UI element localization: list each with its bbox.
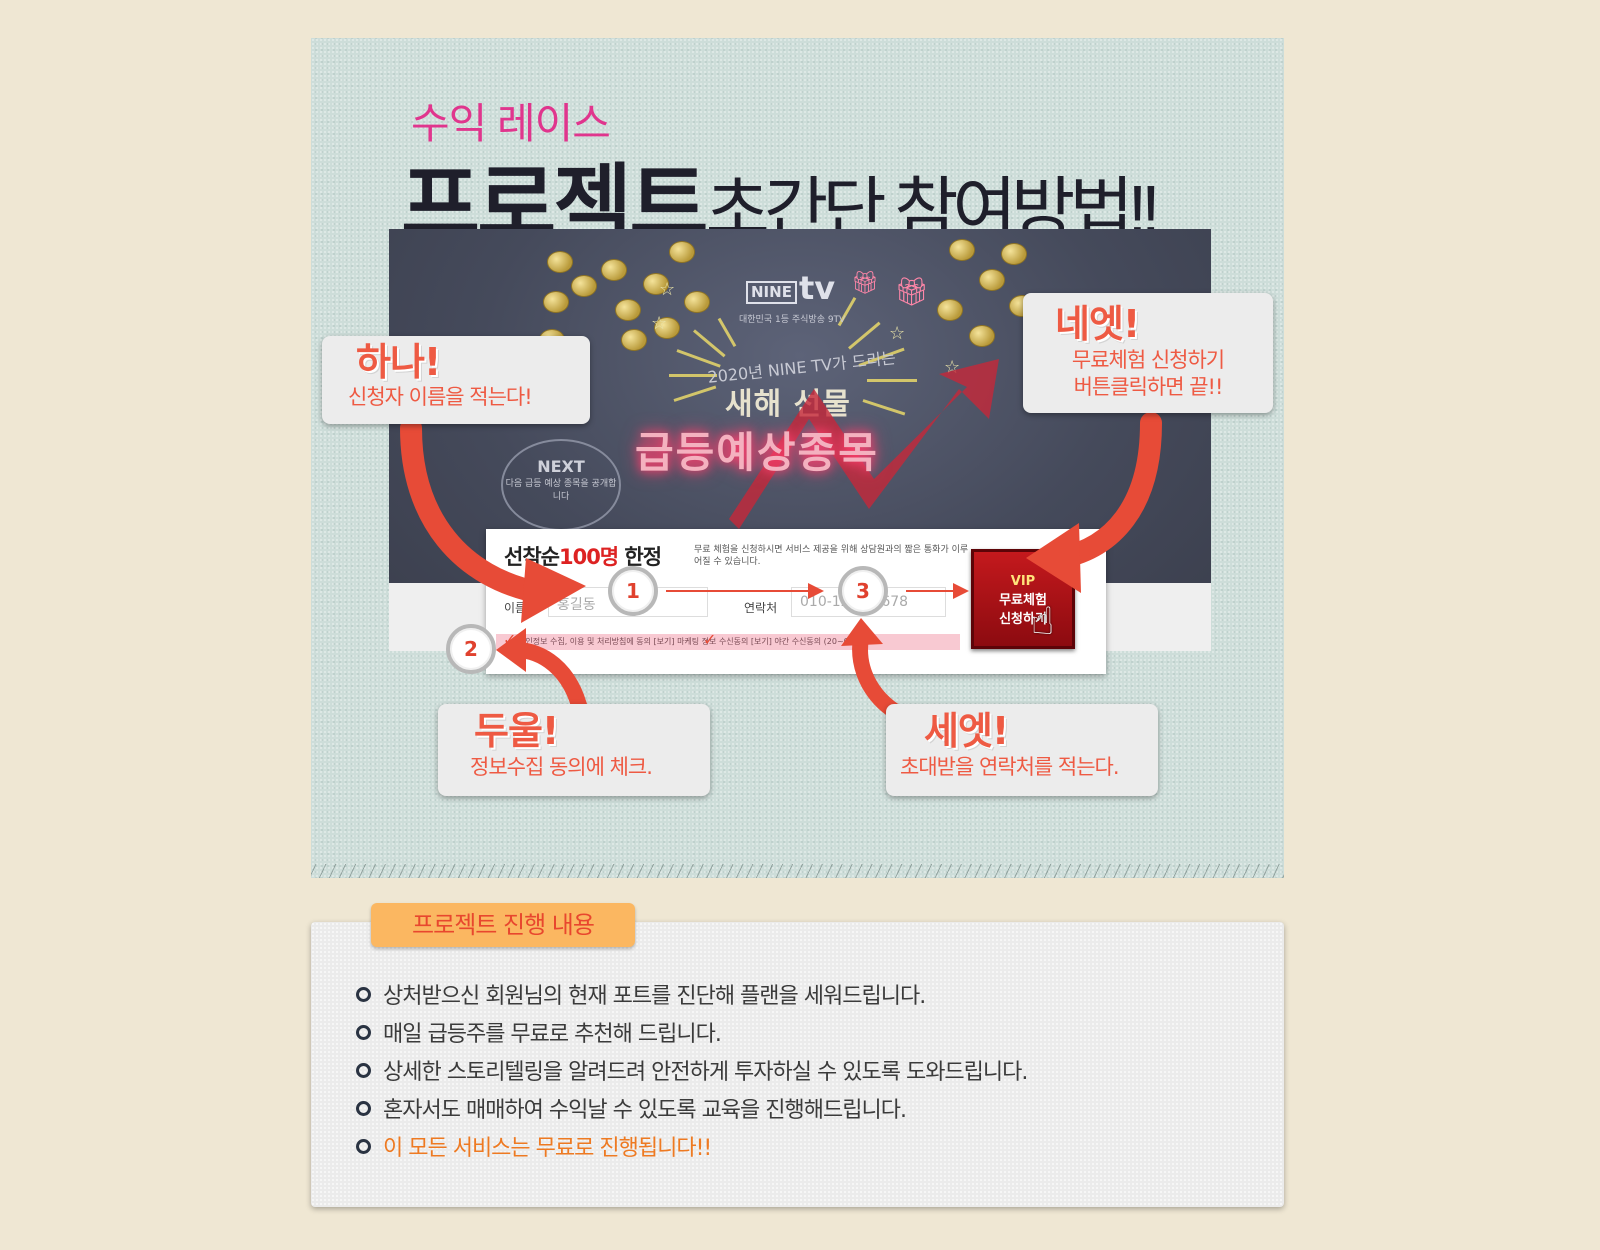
guide-panel: 수익 레이스 프로젝트초간단 참여방법!! ☆ ☆ ☆	[311, 38, 1284, 878]
list-item-text: 이 모든 서비스는 무료로 진행됩니다!!	[383, 1136, 712, 1161]
callout-four-desc2: 버튼클릭하면 끝!!	[1073, 375, 1224, 399]
coin-icon	[969, 325, 995, 347]
callout-two-title: 두울!	[474, 709, 559, 753]
callout-step-one: 하나! 신청자 이름을 적는다!	[322, 336, 590, 424]
phone-label: 연락처	[744, 601, 778, 615]
bullet-icon	[356, 1138, 371, 1154]
callout-two-desc: 정보수집 동의에 체크.	[470, 755, 653, 779]
form-head-count: 100명	[558, 545, 619, 569]
step-3-circle: 3	[838, 566, 888, 616]
callout-step-four: 네엣! 무료체험 신청하기 버튼클릭하면 끝!!	[1023, 293, 1273, 413]
coin-icon	[654, 317, 680, 339]
coin-icon	[615, 299, 641, 321]
page-subtitle: 수익 레이스	[411, 100, 611, 147]
list-item: 상처받으신 회원님의 현재 포트를 진단해 플랜을 세워드립니다.	[356, 975, 1027, 1013]
name-label: 이름	[504, 601, 527, 615]
callout-one-desc: 신청자 이름을 적는다!	[348, 385, 533, 409]
callout-step-three: 세엣! 초대받을 연락처를 적는다.	[886, 704, 1158, 796]
logo-box: NINE	[746, 281, 797, 304]
rising-arrow-graphic	[729, 359, 999, 529]
light-ray	[669, 374, 717, 377]
next-title: NEXT	[537, 457, 585, 476]
consent-checkbox-row[interactable]: 개인정보 수집, 이용 및 처리방침에 동의 [보기] 마케팅 정보 수신동의 …	[496, 634, 960, 650]
form-head-prefix: 선착순	[504, 545, 560, 569]
callout-one-title: 하나!	[356, 340, 441, 384]
star-icon: ☆	[651, 313, 668, 334]
light-ray	[673, 385, 717, 402]
logo-tv: tv	[798, 269, 836, 307]
list-item-highlight: 이 모든 서비스는 무료로 진행됩니다!!	[356, 1127, 1027, 1165]
coin-icon	[937, 299, 963, 321]
list-item-text: 상처받으신 회원님의 현재 포트를 진단해 플랜을 세워드립니다.	[383, 984, 926, 1009]
list-item-text: 상세한 스토리텔링을 알려드려 안전하게 투자하실 수 있도록 도와드립니다.	[383, 1060, 1028, 1085]
callout-three-title: 세엣!	[924, 709, 1009, 753]
coin-icon	[684, 291, 710, 313]
coin-icon	[601, 259, 627, 281]
light-ray	[867, 379, 917, 382]
step-2-circle: 2	[446, 624, 496, 674]
star-icon: ☆	[659, 279, 676, 300]
coin-icon	[949, 239, 975, 261]
star-icon: ☆	[889, 323, 906, 344]
step-1-circle: 1	[608, 566, 658, 616]
coin-icon	[621, 329, 647, 351]
vip-free-trial-button[interactable]: VIP 무료체험 신청하기	[971, 549, 1075, 649]
coin-icon	[543, 291, 569, 313]
callout-four-title: 네엣!	[1055, 302, 1140, 346]
section-tag: 프로젝트 진행 내용	[371, 903, 635, 947]
vip-line3: 신청하기	[999, 612, 1047, 627]
coin-icon	[643, 273, 669, 295]
light-ray	[693, 329, 726, 358]
list-item: 매일 급등주를 무료로 추천해 드립니다.	[356, 1013, 1027, 1051]
list-item: 상세한 스토리텔링을 알려드려 안전하게 투자하실 수 있도록 도와드립니다.	[356, 1051, 1028, 1089]
coin-icon	[979, 269, 1005, 291]
callout-four-desc1: 무료체험 신청하기	[1071, 348, 1225, 372]
torn-edge	[311, 864, 1284, 878]
vip-line1: VIP	[1010, 574, 1036, 589]
form-description: 무료 체험을 신청하시면 서비스 제공을 위해 상담원과의 짧은 통화가 이루어…	[694, 545, 969, 567]
bullet-icon	[356, 986, 371, 1002]
gift-icon: 🎁︎	[851, 271, 879, 296]
signup-form-card: 선착순100명 한정 무료 체험을 신청하시면 서비스 제공을 위해 상담원과의…	[486, 529, 1106, 674]
pointer-hand-icon: ☝	[1031, 599, 1055, 643]
next-badge: NEXT 다음 급등 예상 종목을 공개합니다	[501, 439, 621, 531]
bullet-icon	[356, 1024, 371, 1040]
ninetv-logo: NINE tv	[746, 272, 835, 304]
list-item-text: 매일 급등주를 무료로 추천해 드립니다.	[383, 1022, 722, 1047]
form-head-suffix: 한정	[618, 545, 662, 569]
callout-three-desc: 초대받을 연락처를 적는다.	[900, 755, 1120, 779]
logo-subtitle: 대한민국 1등 주식방송 9TV	[739, 315, 846, 325]
vip-line2: 무료체험	[999, 593, 1047, 608]
consent-text: 개인정보 수집, 이용 및 처리방침에 동의 [보기] 마케팅 정보 수신동의 …	[518, 637, 865, 646]
bullet-icon	[356, 1100, 371, 1116]
bullet-icon	[356, 1062, 371, 1078]
list-item-text: 혼자서도 매매하여 수익날 수 있도록 교육을 진행해드립니다.	[383, 1098, 907, 1123]
coin-icon	[1001, 243, 1027, 265]
coin-icon	[669, 241, 695, 263]
coin-icon	[571, 275, 597, 297]
content-panel	[311, 922, 1284, 1207]
next-text: 다음 급등 예상 종목을 공개합니다	[505, 479, 617, 502]
list-item: 혼자서도 매매하여 수익날 수 있도록 교육을 진행해드립니다.	[356, 1089, 1027, 1127]
coin-icon	[547, 251, 573, 273]
gift-icon: 🎁︎	[894, 275, 930, 308]
light-ray	[717, 317, 737, 347]
callout-step-two: 두울! 정보수집 동의에 체크.	[438, 704, 710, 796]
banner-main-text: 급등예상종목	[635, 428, 879, 477]
content-list: 상처받으신 회원님의 현재 포트를 진단해 플랜을 세워드립니다. 매일 급등주…	[356, 975, 1028, 1165]
